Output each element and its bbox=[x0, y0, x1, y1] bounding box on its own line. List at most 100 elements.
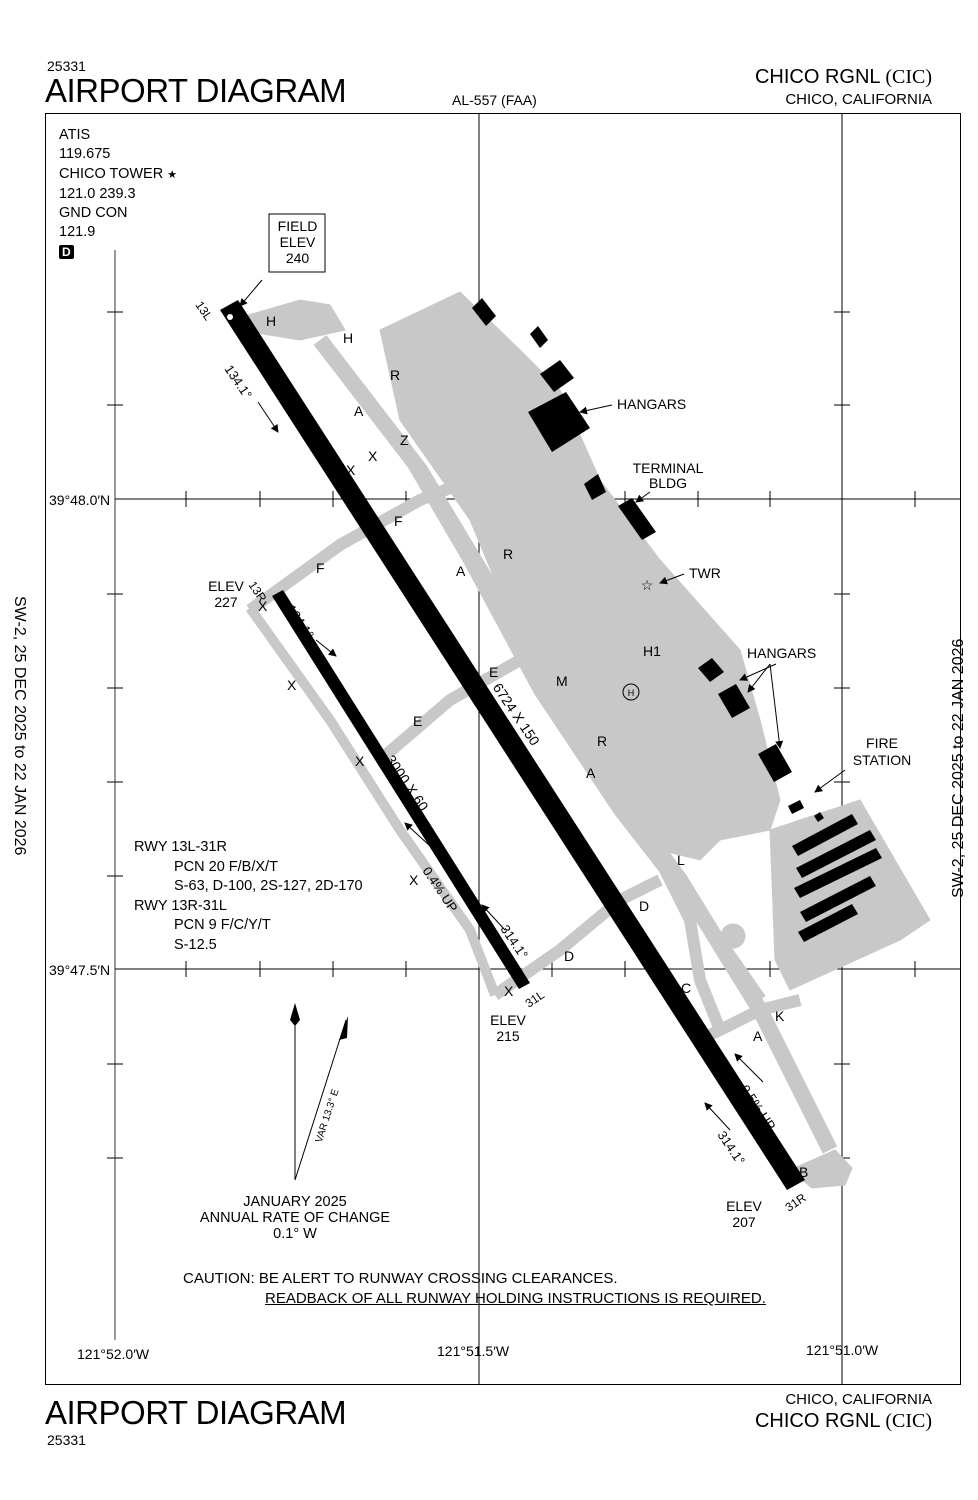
taxiway-label: B bbox=[799, 1164, 809, 1180]
taxiway-label: E bbox=[489, 664, 499, 680]
fire-station-1 bbox=[788, 800, 804, 814]
taxiway-label: X bbox=[346, 462, 356, 478]
taxiway-label: A bbox=[354, 403, 364, 419]
page-title-bottom: AIRPORT DIAGRAM bbox=[45, 1394, 347, 1431]
taxiway-label: A bbox=[753, 1028, 763, 1044]
runways bbox=[220, 300, 805, 1190]
taxiway-label: M bbox=[556, 673, 568, 689]
magnetic-north-arrows bbox=[290, 1003, 348, 1181]
doc-number-top: 25331 bbox=[47, 58, 86, 74]
elev-13r: ELEV 227 bbox=[208, 578, 244, 610]
comms-gnd-freq: 121.9 bbox=[59, 224, 96, 241]
lat-north: 39°48.0′N bbox=[49, 492, 111, 508]
taxiway-label: F bbox=[394, 513, 403, 529]
comms-atis-freq: 119.675 bbox=[59, 146, 111, 163]
airport-name-bottom: CHICO RGNL (CIC) bbox=[755, 1410, 932, 1433]
caution-line-2: READBACK OF ALL RUNWAY HOLDING INSTRUCTI… bbox=[265, 1290, 766, 1307]
hangar-a bbox=[698, 658, 724, 682]
lon-mid: 121°51.5′W bbox=[437, 1343, 510, 1359]
comms-block: ATIS 119.675 CHICO TOWER ★ 121.0 239.3 G… bbox=[59, 126, 177, 262]
location-bottom: CHICO, CALIFORNIA bbox=[785, 1391, 932, 1408]
elev-31r: ELEV 207 bbox=[726, 1198, 762, 1230]
elev-31l: ELEV 215 bbox=[490, 1012, 526, 1044]
taxiway-label: X bbox=[504, 983, 514, 999]
taxiway-label: C bbox=[681, 980, 692, 996]
terminal-label: TERMINAL BLDG bbox=[632, 460, 704, 491]
comms-tower-freq: 121.0 239.3 bbox=[59, 185, 136, 202]
tee-hangar-3 bbox=[794, 848, 882, 898]
helipad-circle bbox=[622, 683, 640, 701]
taxiway-d bbox=[491, 874, 663, 1000]
taxiway-label: K bbox=[775, 1008, 785, 1024]
chart-id: AL-557 (FAA) bbox=[452, 92, 537, 108]
taxiway-label: R bbox=[390, 367, 401, 383]
taxiway-label: X bbox=[258, 598, 268, 614]
taxiway-label: L bbox=[677, 852, 685, 868]
taxiway-label: X bbox=[355, 753, 365, 769]
taxiway-label: D bbox=[639, 898, 650, 914]
lat-south: 39°47.5′N bbox=[49, 962, 111, 978]
taxiway-b bbox=[789, 1149, 853, 1189]
taxiway-label: D bbox=[564, 948, 575, 964]
terminal-bldg bbox=[618, 498, 656, 540]
taxiway-label: A bbox=[456, 563, 466, 579]
taxiway-label: X bbox=[287, 677, 297, 693]
taxiway-x bbox=[245, 605, 500, 997]
building-3 bbox=[540, 360, 574, 392]
tee-hangar-1 bbox=[792, 814, 858, 856]
airport-code: (CIC) bbox=[885, 66, 932, 88]
airport-name: CHICO RGNL bbox=[754, 1410, 880, 1432]
star-icon: ★ bbox=[167, 168, 178, 181]
airport-name-top: CHICO RGNL (CIC) bbox=[755, 66, 932, 89]
taxiway-label: R bbox=[503, 546, 514, 562]
airport-code: (CIC) bbox=[885, 1410, 932, 1432]
runway-13l-31r bbox=[220, 300, 805, 1190]
taxiway-label: R bbox=[597, 733, 608, 749]
taxiway-label: X bbox=[409, 872, 419, 888]
doc-number-bottom: 25331 bbox=[47, 1432, 86, 1448]
pad bbox=[720, 923, 746, 949]
lon-east: 121°51.0′W bbox=[806, 1342, 879, 1358]
taxiway-r-parallel bbox=[393, 436, 766, 1005]
annual-change: JANUARY 2025 ANNUAL RATE OF CHANGE 0.1° … bbox=[199, 1194, 391, 1242]
buildings bbox=[472, 298, 882, 942]
taxiway-label: Z bbox=[400, 432, 409, 448]
fire-station-label: FIRE STATION bbox=[852, 735, 912, 768]
hangar-large bbox=[528, 392, 590, 452]
comms-tower: CHICO TOWER ★ bbox=[59, 165, 178, 182]
taxiway-label: H bbox=[266, 313, 277, 329]
taxiway-label: X bbox=[368, 448, 378, 464]
tower-star-icon: ☆ bbox=[641, 577, 654, 593]
hangar-c bbox=[758, 744, 792, 782]
tee-hangar-5 bbox=[798, 904, 858, 942]
runway-13r-31l bbox=[272, 590, 530, 989]
taxiway-k bbox=[697, 994, 802, 1046]
location-top: CHICO, CALIFORNIA bbox=[785, 91, 932, 108]
twr-label: TWR bbox=[689, 565, 721, 581]
runway-end-dot bbox=[227, 314, 233, 320]
building-4 bbox=[584, 474, 606, 500]
helipad-label: H1 bbox=[643, 643, 661, 659]
lon-west: 121°52.0′W bbox=[77, 1346, 150, 1362]
field-elev-label: FIELD ELEV 240 bbox=[277, 218, 318, 266]
taxiway-label: H bbox=[343, 330, 354, 346]
taxiway-e bbox=[376, 644, 581, 765]
taxiway-label: A bbox=[586, 765, 596, 781]
taxiway-c bbox=[654, 857, 726, 1033]
comms-atis: ATIS bbox=[59, 127, 91, 143]
building-2 bbox=[530, 326, 548, 348]
leader-lines bbox=[239, 279, 846, 1131]
tee-hangar-2 bbox=[796, 830, 876, 878]
hangar-b bbox=[718, 684, 750, 718]
building-1 bbox=[472, 298, 496, 326]
hangars-label-1: HANGARS bbox=[617, 396, 687, 412]
taxiway-label: F bbox=[316, 560, 325, 576]
helipad-symbol: H bbox=[628, 688, 635, 698]
pavement-info: RWY 13L-31R PCN 20 F/B/X/T S-63, D-100, … bbox=[134, 839, 363, 953]
diagram-frame bbox=[45, 113, 961, 1385]
d-badge: D bbox=[59, 244, 74, 259]
comms-gnd: GND CON bbox=[59, 205, 128, 222]
airport-name: CHICO RGNL bbox=[754, 66, 880, 88]
fire-station-2 bbox=[814, 812, 824, 822]
